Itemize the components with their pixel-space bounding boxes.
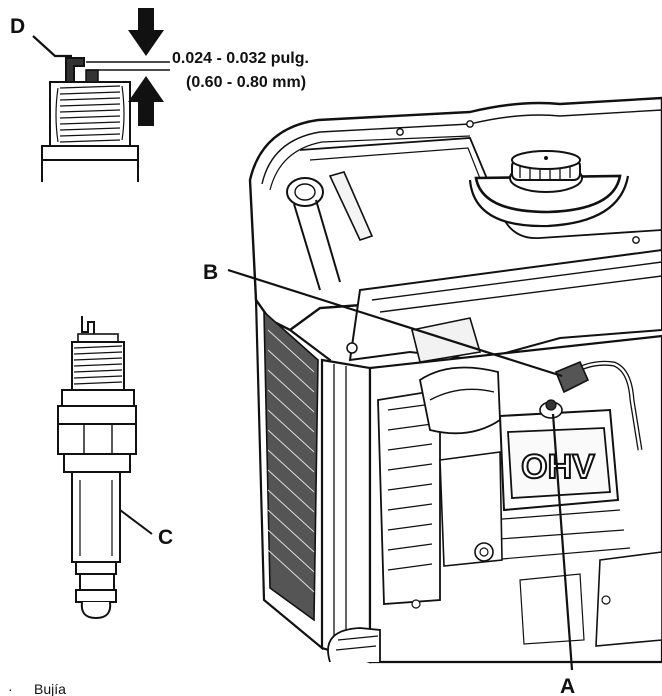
callout-b: B bbox=[203, 261, 218, 284]
gap-spec-metric: (0.60 - 0.80 mm) bbox=[186, 74, 306, 91]
callout-c: C bbox=[158, 526, 173, 549]
spark-plug-illustration bbox=[57, 316, 153, 620]
callout-b-leader bbox=[227, 268, 563, 378]
callout-d: D bbox=[10, 15, 25, 38]
legend-caption: Bujía bbox=[34, 681, 66, 696]
generator-illustration bbox=[248, 96, 662, 664]
legend-bullet: · bbox=[8, 681, 13, 696]
gap-spec-imperial: 0.024 - 0.032 pulg. bbox=[172, 50, 309, 67]
callout-a-leader bbox=[551, 413, 574, 671]
gap-detail-illustration bbox=[32, 8, 170, 182]
callout-a: A bbox=[560, 675, 575, 696]
